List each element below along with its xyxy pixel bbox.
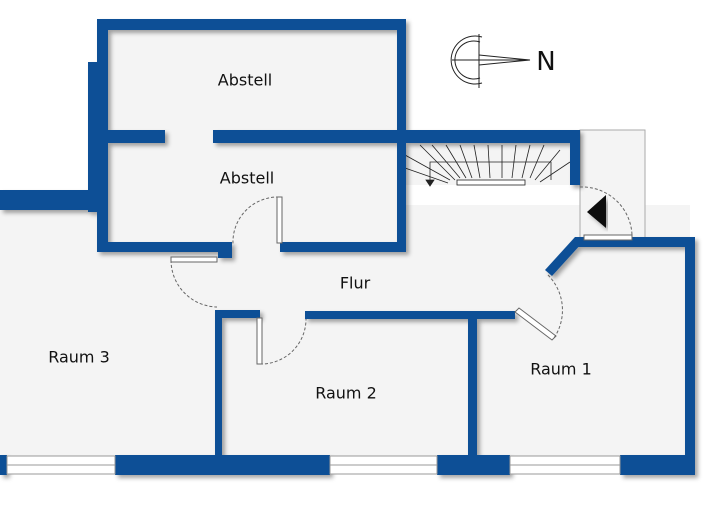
entrance-arrow-icon bbox=[587, 195, 606, 228]
room-label-raum2: Raum 2 bbox=[315, 383, 377, 403]
staircase bbox=[404, 144, 571, 187]
walls bbox=[0, 19, 695, 475]
room-label-raum1: Raum 1 bbox=[530, 359, 592, 379]
doors bbox=[170, 186, 633, 365]
compass-icon bbox=[450, 34, 531, 88]
room-label-abstell-upper: Abstell bbox=[217, 70, 273, 90]
room-label-flur: Flur bbox=[339, 273, 371, 293]
compass-north-label: N bbox=[536, 47, 556, 77]
windows bbox=[6, 455, 621, 475]
room-label-abstell-lower: Abstell bbox=[219, 168, 275, 188]
room-label-raum3: Raum 3 bbox=[48, 347, 110, 367]
